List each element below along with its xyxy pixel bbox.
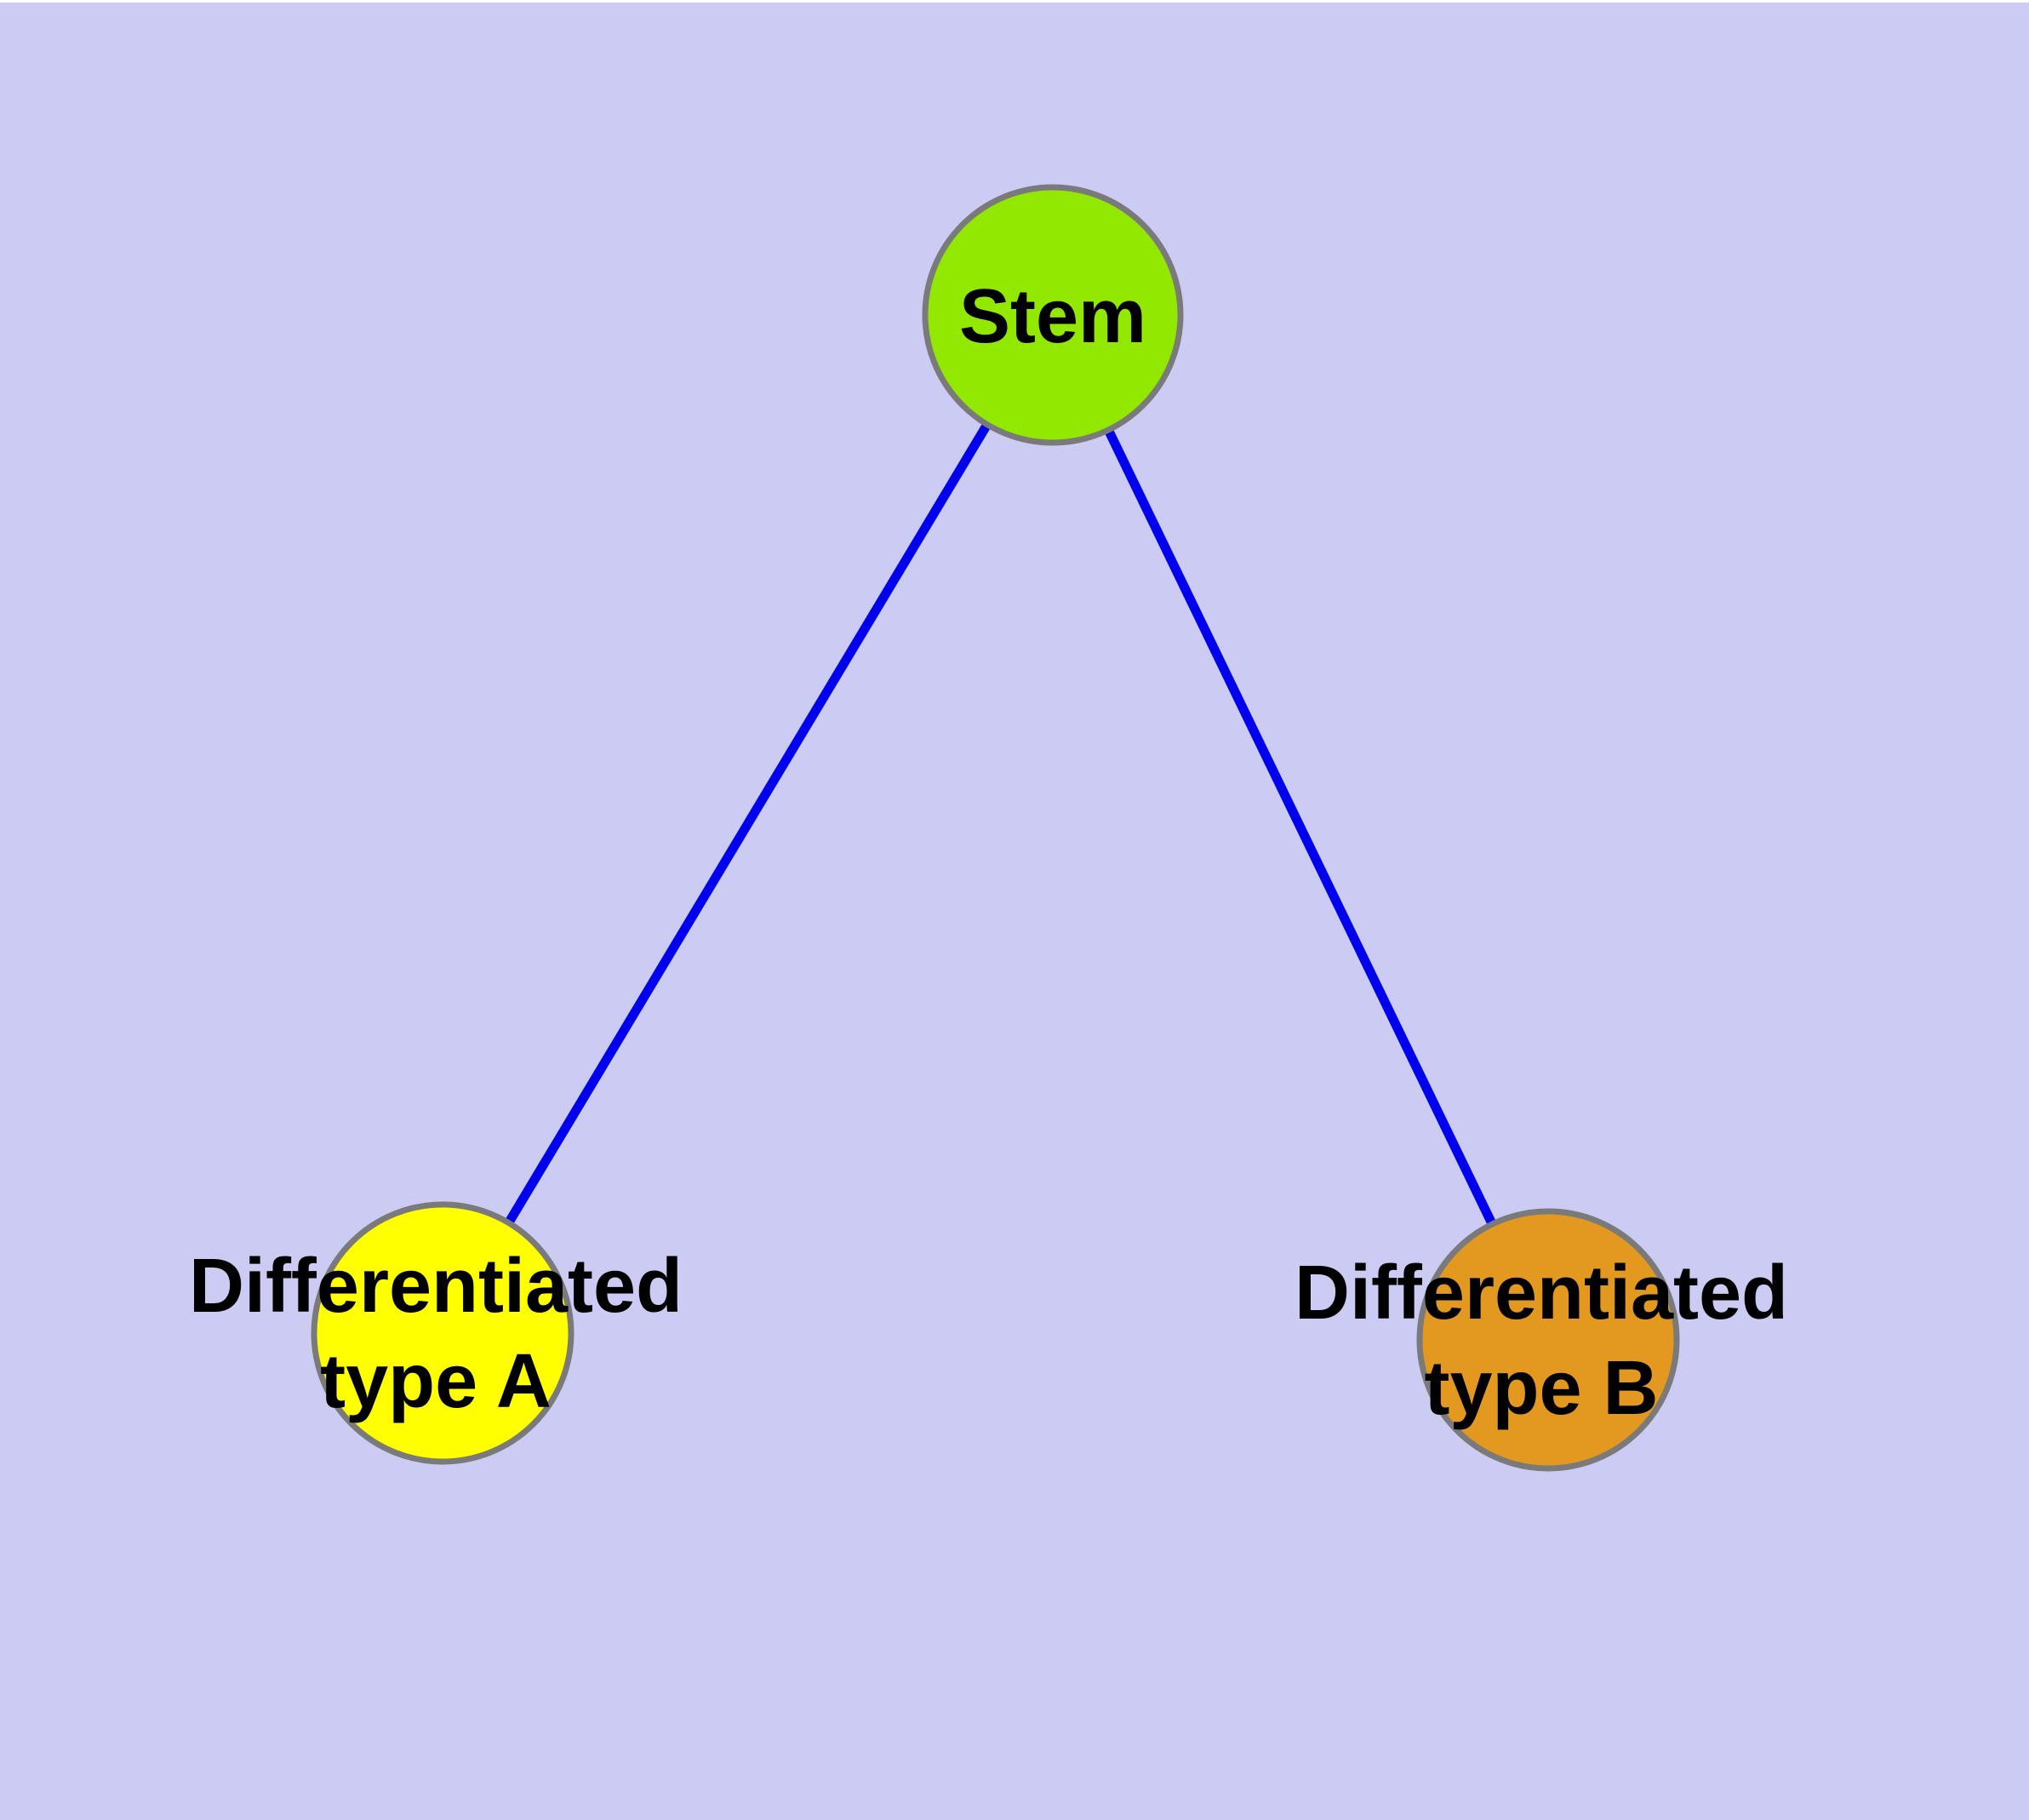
node-type-a-circle [311, 1201, 574, 1465]
node-type-b-circle [1416, 1208, 1680, 1472]
node-type-b-label-line1: Differentiated [1295, 1251, 1788, 1336]
node-type-a-label-line2: type A [320, 1339, 552, 1424]
node-stem-circle [922, 184, 1184, 446]
edge-stem-to-type-b [1049, 312, 1552, 1342]
node-type-a-label-line1: Differentiated [189, 1244, 683, 1329]
node-type-b-label-line2: type B [1424, 1346, 1658, 1431]
node-differentiated-type-a: Differentiated type A [189, 1201, 683, 1465]
node-differentiated-type-b: Differentiated type B [1295, 1208, 1788, 1472]
node-stem-label: Stem [959, 274, 1146, 359]
top-strip [0, 0, 2029, 3]
node-stem: Stem [922, 184, 1184, 446]
edge-stem-to-type-a [438, 312, 1057, 1336]
